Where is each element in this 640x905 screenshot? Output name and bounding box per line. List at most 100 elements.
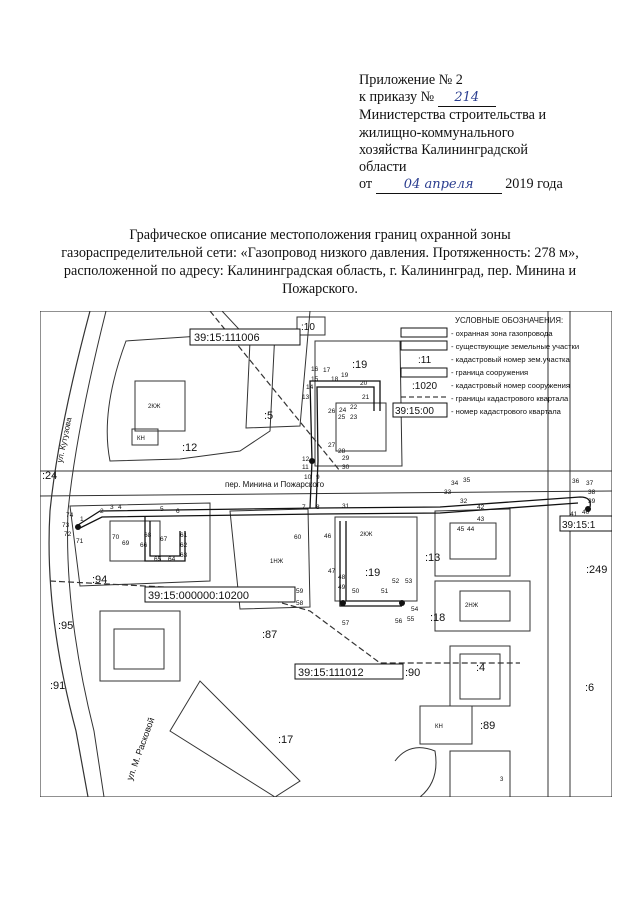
ministry-line-3: хозяйства Калининградской xyxy=(359,141,528,158)
parcel-label-89: :89 xyxy=(480,720,495,732)
point-label-50: 50 xyxy=(352,588,360,595)
date-handwritten: 04 апреля xyxy=(403,177,474,193)
parcel-94 xyxy=(69,502,211,587)
date-line: от 04 апреля 2019 года xyxy=(359,176,629,195)
parcel-87-building-1nzh xyxy=(229,508,311,610)
point-label-37: 37 xyxy=(586,480,594,487)
legend-sample-zone xyxy=(400,327,448,338)
building-18 xyxy=(459,590,511,622)
point-57 xyxy=(340,600,346,606)
quarter-label-4: 39:15:1 xyxy=(562,520,596,531)
point-label-13: 13 xyxy=(302,394,310,401)
building-mark-kn: КН xyxy=(137,436,145,442)
legend-item-5: - кадастровый номер сооружения xyxy=(451,381,570,390)
legend-item-7: - номер кадастрового квартала xyxy=(451,407,562,416)
point-label-36: 36 xyxy=(572,478,580,485)
header-block: Приложение № 2 к приказу № 214 Министерс… xyxy=(359,72,629,195)
point-11 xyxy=(309,458,315,464)
order-line: к приказу № 214 xyxy=(359,89,629,108)
point-label-39: 39 xyxy=(588,498,596,505)
point-label-20: 20 xyxy=(360,380,368,387)
point-label-40: 40 xyxy=(582,509,590,516)
parcel-4 xyxy=(449,645,511,707)
point-label-54: 54 xyxy=(411,606,419,613)
parcel-label-95: :95 xyxy=(58,620,73,632)
ministry-line-4: области xyxy=(359,159,407,176)
point-label-45: 45 xyxy=(457,526,465,533)
point-label-16: 16 xyxy=(311,366,319,373)
point-label-3: 3 xyxy=(110,504,114,511)
parcel-label-5: :5 xyxy=(264,410,273,422)
building-13 xyxy=(449,522,497,560)
point-label-69: 69 xyxy=(122,540,130,547)
point-label-31: 31 xyxy=(342,503,350,510)
point-label-46: 46 xyxy=(324,533,332,540)
parcel-19-north xyxy=(314,340,403,467)
point-label-65: 65 xyxy=(154,556,162,563)
point-label-7: 7 xyxy=(302,504,306,511)
building-mark-2kzh-south: 2КЖ xyxy=(360,532,373,538)
point-label-73: 73 xyxy=(62,522,70,529)
ministry-line-2: жилищно-коммунального xyxy=(359,124,515,141)
point-label-67: 67 xyxy=(160,536,168,543)
point-label-6: 6 xyxy=(176,508,180,515)
parcel-label-24: :24 xyxy=(42,470,57,482)
point-label-9: 9 xyxy=(316,474,320,481)
building-mark-2kzh: 2КЖ xyxy=(148,404,161,410)
legend-sample-parcel xyxy=(400,340,448,351)
point-label-58: 58 xyxy=(296,600,304,607)
building-4 xyxy=(459,653,501,700)
point-label-5: 5 xyxy=(160,506,164,513)
legend-item-3: - кадастровый номер зем.участка xyxy=(451,355,570,364)
point-label-15: 15 xyxy=(311,376,319,383)
parcel-label-13: :13 xyxy=(425,552,440,564)
quarter-box-1 xyxy=(189,328,301,346)
point-label-32: 32 xyxy=(460,498,468,505)
point-label-22: 22 xyxy=(350,404,358,411)
building-rascovoy xyxy=(169,680,301,797)
parcel-18 xyxy=(434,580,531,632)
point-label-1: 1 xyxy=(80,516,84,523)
legend: УСЛОВНЫЕ ОБОЗНАЧЕНИЯ: - охранная зона га… xyxy=(392,316,579,418)
point-label-53: 53 xyxy=(405,578,413,585)
document-title: Графическое описание местоположения гран… xyxy=(61,227,579,297)
quarter-label-3: 39:15:111012 xyxy=(298,667,364,679)
point-label-4: 4 xyxy=(118,504,122,511)
legend-sample-structure xyxy=(400,367,448,378)
quarter-box-2 xyxy=(144,586,296,603)
legend-item-2: - существующие земельные участки xyxy=(451,342,579,351)
point-label-18: 18 xyxy=(331,376,339,383)
kutuzova-edge-inner xyxy=(67,311,107,797)
building-12 xyxy=(134,380,186,432)
point-label-23: 23 xyxy=(350,414,358,421)
building-95 xyxy=(113,628,165,670)
legend-item-4: - граница сооружения xyxy=(451,368,528,377)
point-label-64: 64 xyxy=(168,556,176,563)
quarter-label-1: 39:15:111006 xyxy=(194,332,260,344)
building-mark-2nzh: 2НЖ xyxy=(465,603,479,609)
point-label-52: 52 xyxy=(392,578,400,585)
point-label-56: 56 xyxy=(395,618,403,625)
point-label-61: 61 xyxy=(180,532,188,539)
date-field: 04 апреля xyxy=(375,176,502,195)
parcel-label-19-north: :19 xyxy=(352,359,367,371)
point-label-62: 62 xyxy=(180,542,188,549)
point-label-8: 8 xyxy=(316,504,320,511)
point-numbers: 1 2 3 4 5 6 7 8 9 10 11 12 13 14 15 16 1… xyxy=(62,366,596,627)
point-label-55: 55 xyxy=(407,616,415,623)
point-label-49: 49 xyxy=(338,584,346,591)
appendix-line: Приложение № 2 xyxy=(359,72,463,88)
point-label-59: 59 xyxy=(296,588,304,595)
point-label-60: 60 xyxy=(294,534,302,541)
point-39 xyxy=(585,506,591,512)
legend-sample-structure-number: :1020 xyxy=(412,381,437,392)
point-label-25: 25 xyxy=(338,414,346,421)
point-label-70: 70 xyxy=(112,534,120,541)
point-label-10: 10 xyxy=(304,474,312,481)
point-label-66: 66 xyxy=(140,542,148,549)
year-suffix: 2019 года xyxy=(505,176,563,193)
parcel-label-18: :18 xyxy=(430,612,445,624)
quarter-box-3 xyxy=(294,663,404,680)
building-89-south xyxy=(449,750,511,797)
point-label-29: 29 xyxy=(342,455,350,462)
